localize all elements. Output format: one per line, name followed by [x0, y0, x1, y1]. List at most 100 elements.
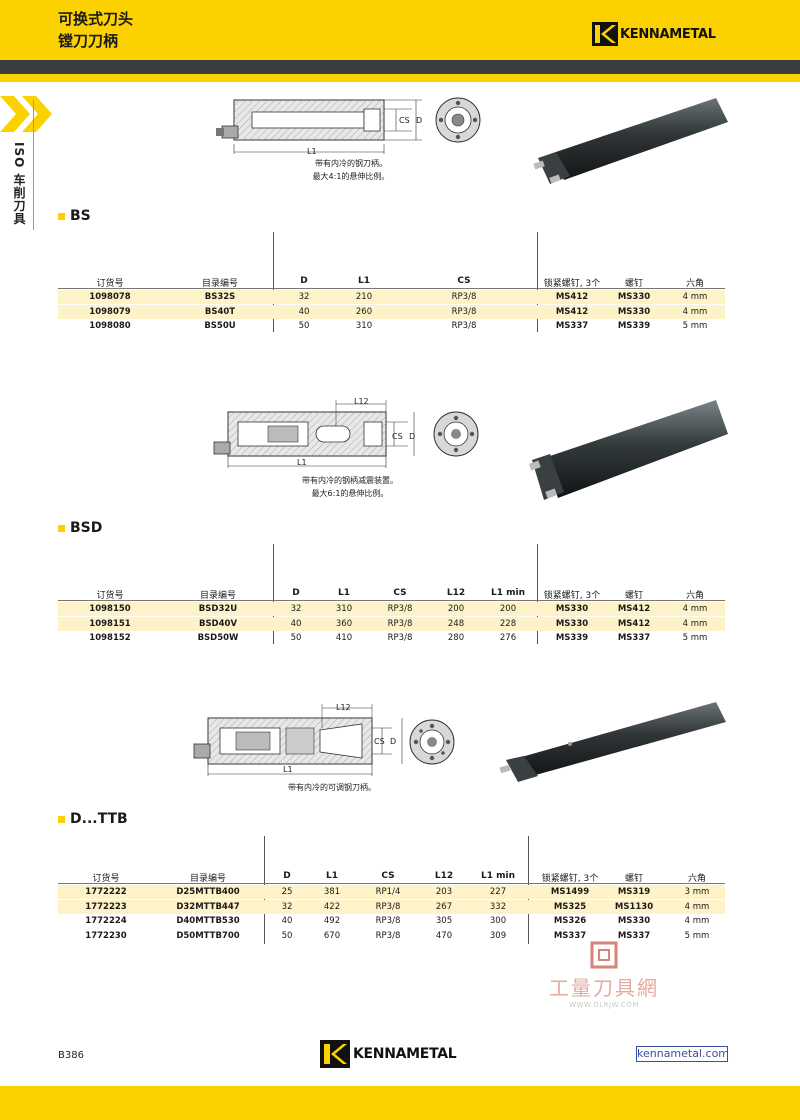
catalog-number: BSD50W: [197, 633, 239, 643]
cs-value: RP3/8: [387, 619, 413, 629]
bsd-col-l1: L1: [338, 588, 350, 598]
l1-value: 422: [323, 902, 341, 912]
bsd-col-l1-min: L1 min: [490, 588, 526, 598]
bs-bar-product-photo: [533, 98, 728, 184]
bs-table-divider-right: [537, 232, 538, 332]
l1-value: 260: [355, 307, 373, 317]
footer-band: [0, 1086, 800, 1120]
order-number: 1772230: [85, 931, 127, 941]
lock-screw-value: MS337: [555, 321, 589, 331]
l12-value: 470: [435, 931, 453, 941]
bsd-col-l12: L12: [446, 588, 466, 598]
hex-value: 5 mm: [684, 931, 710, 941]
cs-value: RP3/8: [375, 902, 401, 912]
brand-name: KENNAMETAL: [620, 26, 716, 42]
l1-min-value: 300: [489, 916, 507, 926]
l1-value: 410: [335, 633, 353, 643]
sidebar-divider: [33, 100, 34, 230]
header-band: 可换式刀头 镗刀刀柄 KENNAMETAL: [0, 0, 800, 60]
ttb-col-l12: L12: [434, 871, 454, 881]
screw-value: MS337: [617, 633, 651, 643]
kennametal-k-icon: [592, 22, 618, 46]
cs-value: RP1/4: [375, 887, 401, 897]
bs-col-catalog-no: 目录编号: [201, 279, 239, 289]
catalog-number: BS32S: [204, 292, 236, 302]
cs-value: RP3/8: [451, 292, 477, 302]
l12-value: 248: [447, 619, 465, 629]
l1-value: 310: [335, 604, 353, 614]
ttb-row-highlight-1: [58, 885, 725, 899]
lock-screw-value: MS325: [553, 902, 587, 912]
bsd-col-screw: 螺钉: [624, 591, 644, 601]
bsd-end-view-icon: [433, 411, 479, 457]
lock-screw-value: MS330: [555, 619, 589, 629]
bs-row-highlight-2: [58, 305, 725, 319]
catalog-number: D50MTTB700: [176, 931, 240, 941]
hex-value: 5 mm: [682, 633, 708, 643]
l1-value: 310: [355, 321, 373, 331]
bs-col-cs: CS: [457, 276, 471, 286]
order-number: 1772223: [85, 902, 127, 912]
order-number: 1772222: [85, 887, 127, 897]
kennametal-k-icon: [320, 1040, 350, 1068]
bsd-col-d: D: [292, 588, 300, 598]
catalog-number: D25MTTB400: [176, 887, 240, 897]
ttb-col-l1-min: L1 min: [480, 871, 516, 881]
website-link[interactable]: kennametal.com: [636, 1046, 730, 1062]
bs-caption-line2: 最大4:1的悬伸比例。: [312, 172, 390, 181]
screw-value: MS330: [617, 916, 651, 926]
d-value: 40: [281, 916, 293, 926]
lock-screw-value: MS326: [553, 916, 587, 926]
header-dark-bar: [0, 60, 800, 74]
bsd-dim-l12: L12: [354, 397, 369, 406]
watermark: 工量刀具網 WWW.GLRJW.COM: [534, 940, 674, 1009]
header-yellow-bar: [0, 74, 800, 82]
bs-row-highlight-1: [58, 290, 725, 304]
footer-brand-logo: KENNAMETAL: [320, 1040, 457, 1068]
bs-table-header-rule: [58, 288, 725, 289]
hex-value: 4 mm: [682, 604, 708, 614]
bsd-section-title-text: BSD: [70, 520, 103, 536]
screw-value: MS330: [617, 307, 651, 317]
ttb-col-l1: L1: [326, 871, 338, 881]
ttb-section-title-text: D...TTB: [70, 811, 128, 827]
brand-logo: KENNAMETAL: [592, 22, 716, 46]
hex-value: 4 mm: [682, 307, 708, 317]
ttb-dim-cs: CS: [374, 737, 385, 746]
cs-value: RP3/8: [451, 321, 477, 331]
l12-value: 280: [447, 633, 465, 643]
ttb-col-screw: 螺钉: [624, 874, 644, 884]
sidebar-category-label: ISO 车削刀具: [12, 142, 26, 226]
l1-value: 670: [323, 931, 341, 941]
ttb-col-cs: CS: [381, 871, 395, 881]
bs-col-screw: 螺钉: [624, 279, 644, 289]
bs-col-order-no: 订货号: [96, 279, 124, 289]
bsd-section-title: BSD: [58, 520, 102, 536]
cs-value: RP3/8: [375, 916, 401, 926]
bs-table-divider-left: [273, 232, 274, 332]
l1-value: 492: [323, 916, 341, 926]
page-title-line1: 可换式刀头: [58, 10, 134, 28]
d-value: 40: [298, 307, 310, 317]
chevron-right-icon: [0, 96, 52, 132]
l12-value: 200: [447, 604, 465, 614]
bs-section-title-text: BS: [70, 208, 91, 224]
bsd-col-catalog-no: 目录编号: [199, 591, 237, 601]
footer-brand-name: KENNAMETAL: [353, 1046, 457, 1062]
cs-value: RP3/8: [375, 931, 401, 941]
hex-value: 4 mm: [682, 619, 708, 629]
l1-min-value: 228: [499, 619, 517, 629]
order-number: 1098151: [89, 619, 131, 629]
bsd-caption-line1: 带有内冷的钢柄减震装置。: [302, 476, 398, 485]
l1-value: 360: [335, 619, 353, 629]
cs-value: RP3/8: [451, 307, 477, 317]
d-value: 32: [290, 604, 302, 614]
ttb-col-d: D: [283, 871, 291, 881]
ttb-col-hex: 六角: [687, 874, 707, 884]
ttb-table-header-rule: [58, 883, 725, 884]
hex-value: 3 mm: [684, 887, 710, 897]
l12-value: 305: [435, 916, 453, 926]
cs-value: RP3/8: [387, 633, 413, 643]
bs-section-title: BS: [58, 208, 91, 224]
bs-cross-section-diagram: [216, 99, 422, 154]
